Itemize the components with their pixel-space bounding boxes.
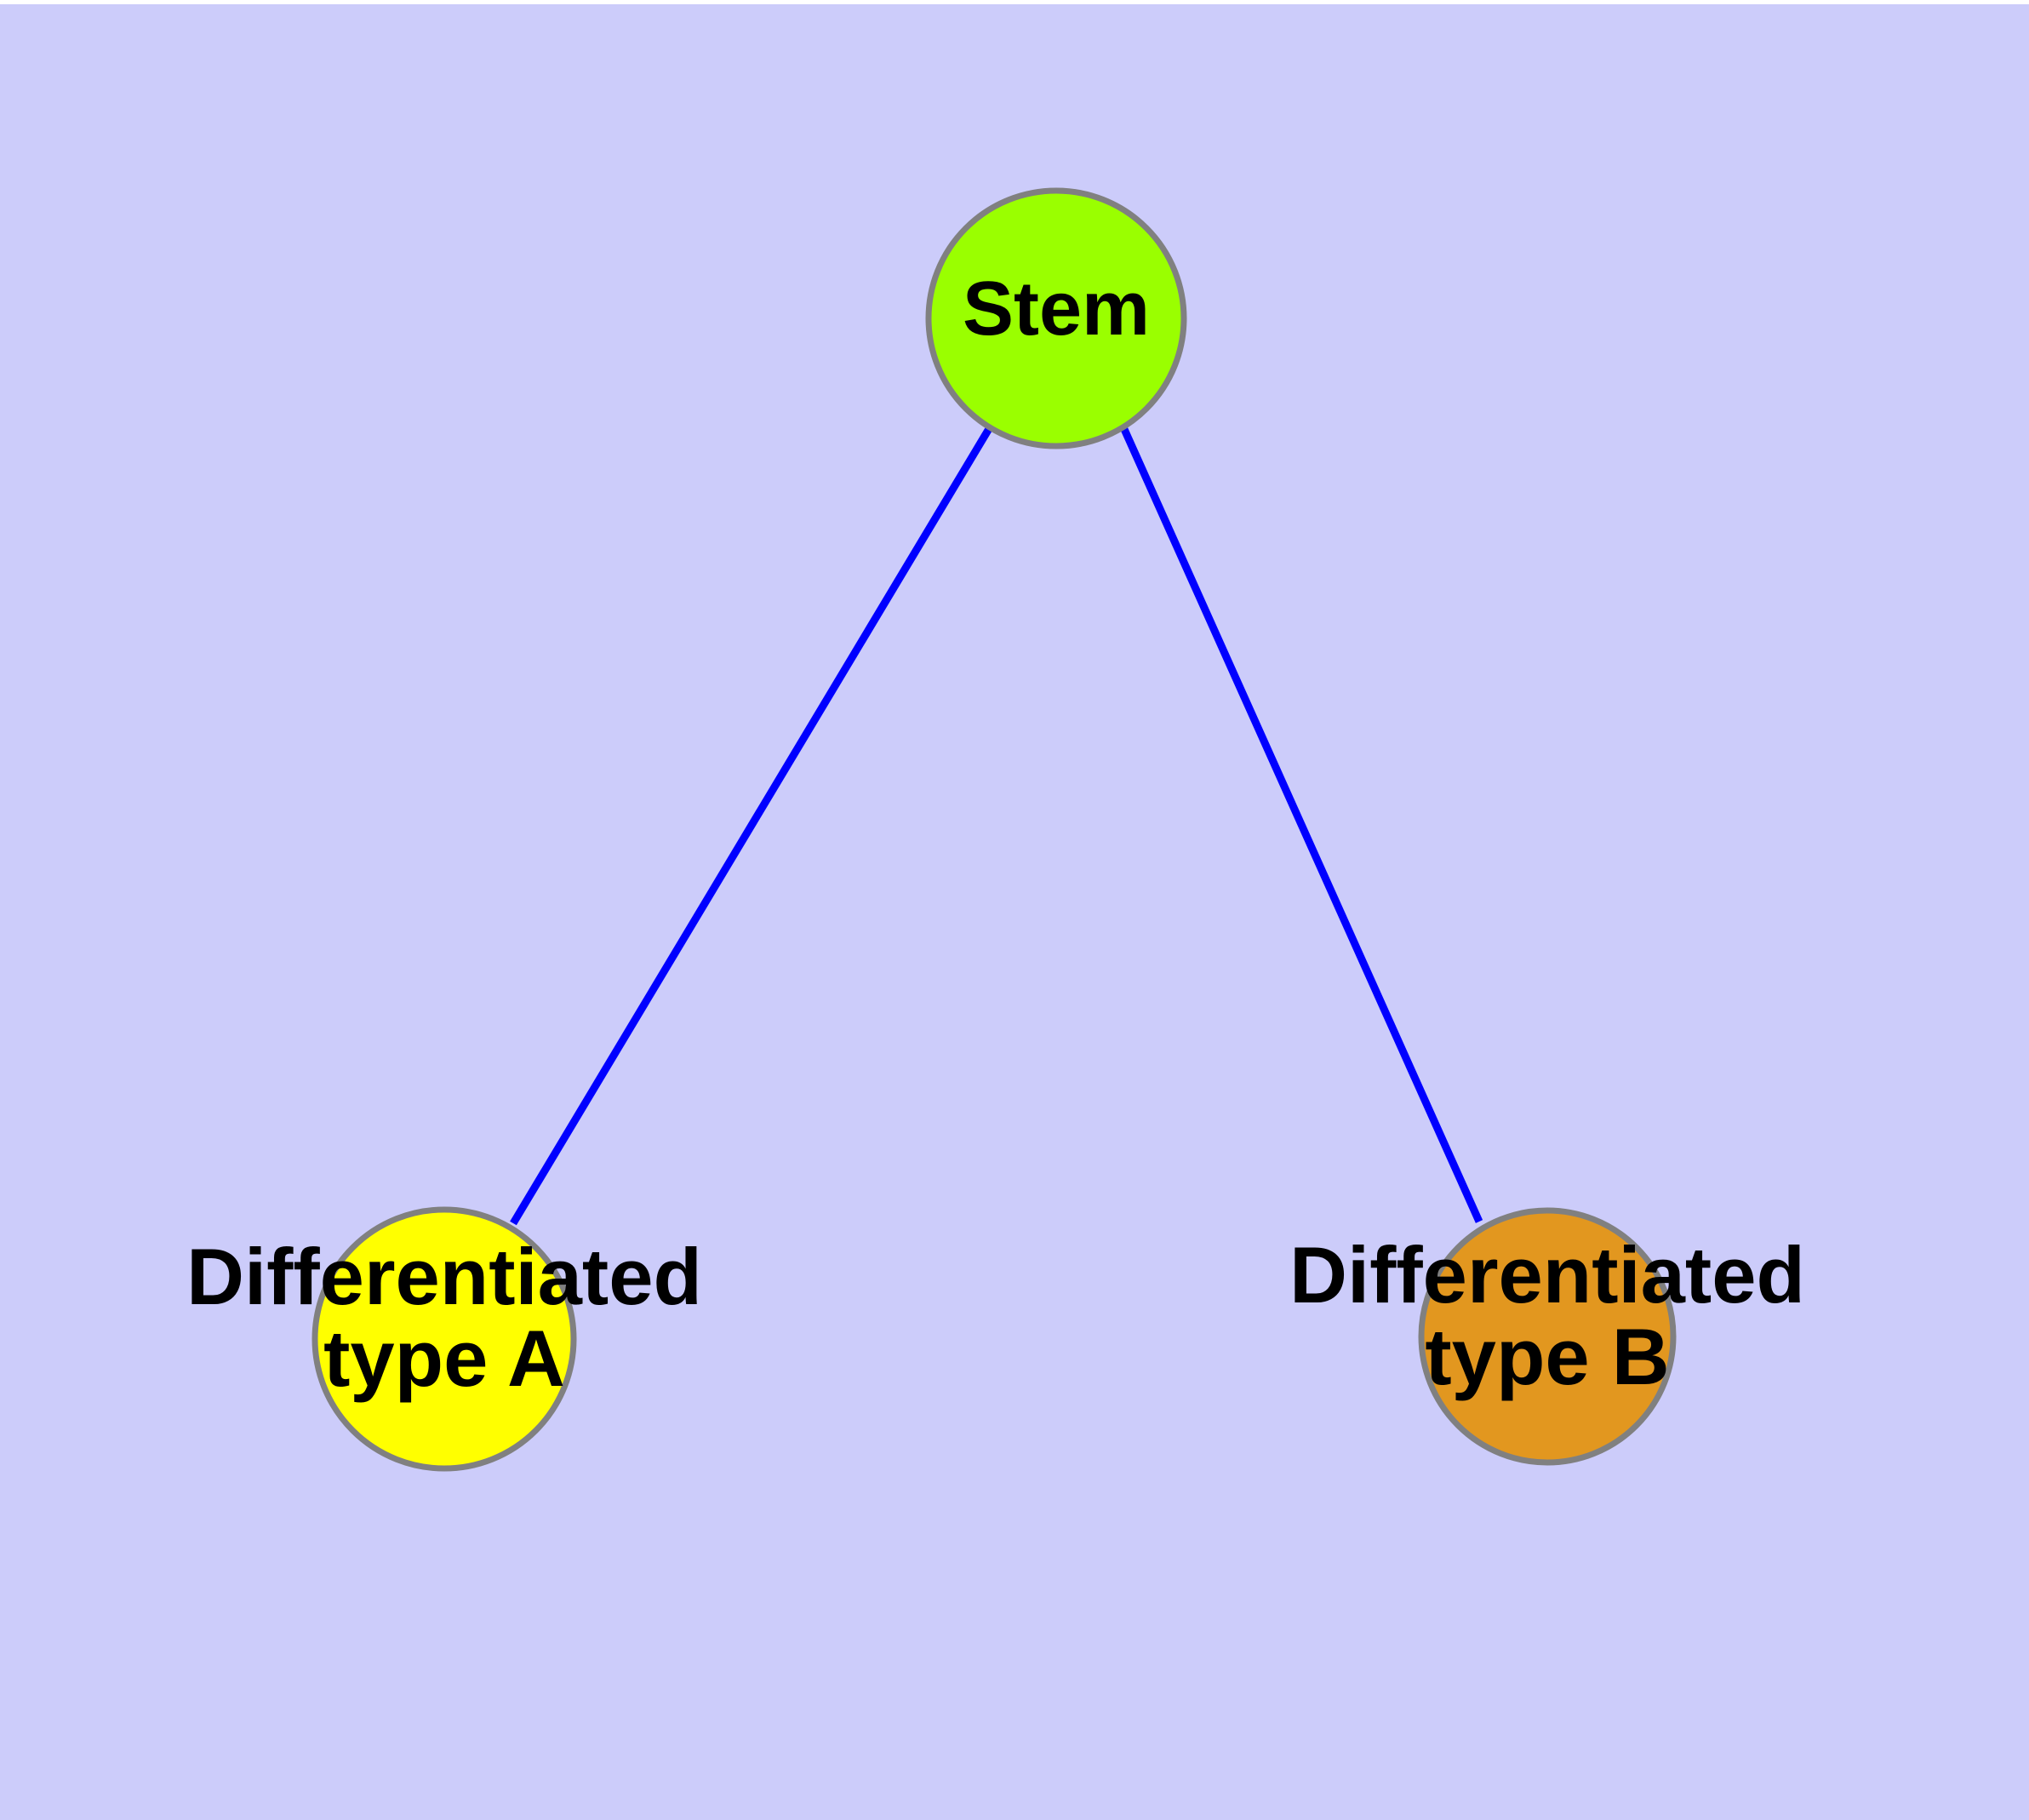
edge-stem-to-differentiated-type-a[interactable]: [510, 425, 993, 1226]
node-stem[interactable]: [925, 187, 1187, 449]
node-differentiated-type-b[interactable]: [1418, 1207, 1677, 1466]
edge-stem-to-differentiated-type-b[interactable]: [1119, 426, 1483, 1223]
node-differentiated-type-a[interactable]: [311, 1206, 577, 1472]
canvas-top-margin: [0, 0, 2029, 4]
node-group: [311, 187, 1677, 1472]
edge-group: [510, 425, 1483, 1226]
